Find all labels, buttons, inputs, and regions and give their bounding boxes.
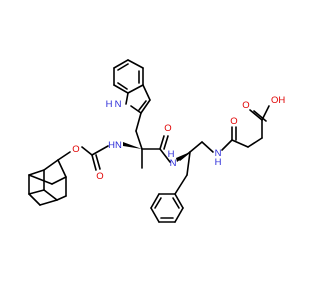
phenyl-bonds [150,193,184,223]
indole-bonds [113,59,151,150]
acid-carbonyl-o-label: O [242,100,249,111]
molecule-drawing: N H HN O O O N H N H O O OH [28,59,285,223]
secondary-amide-h-label: H [215,157,222,168]
secondary-amide-n-label: N [215,148,222,159]
structure-diagram: N H HN O O O N H N H O O OH [28,59,285,223]
acid-oh-label: OH [271,95,285,106]
ketone-o-label: O [230,116,237,127]
carbamate-bonds [57,145,109,171]
carbamate-nh-label: HN [108,140,122,151]
amide-n-label: N [170,158,177,169]
amide-carbonyl-o-label: O [164,123,171,134]
indole-h-label: H [106,99,113,110]
atom-labels: N H HN O O O N H N H O O OH [72,95,285,182]
carbamate-carbonyl-o-label: O [96,171,103,182]
carbamate-ester-o-label: O [72,144,79,155]
backbone-bonds [123,135,214,195]
adamantane-bonds [28,159,67,206]
indole-n-label: N [115,99,122,110]
amide-h-label: H [168,149,175,160]
acid-chain-bonds [221,105,270,151]
